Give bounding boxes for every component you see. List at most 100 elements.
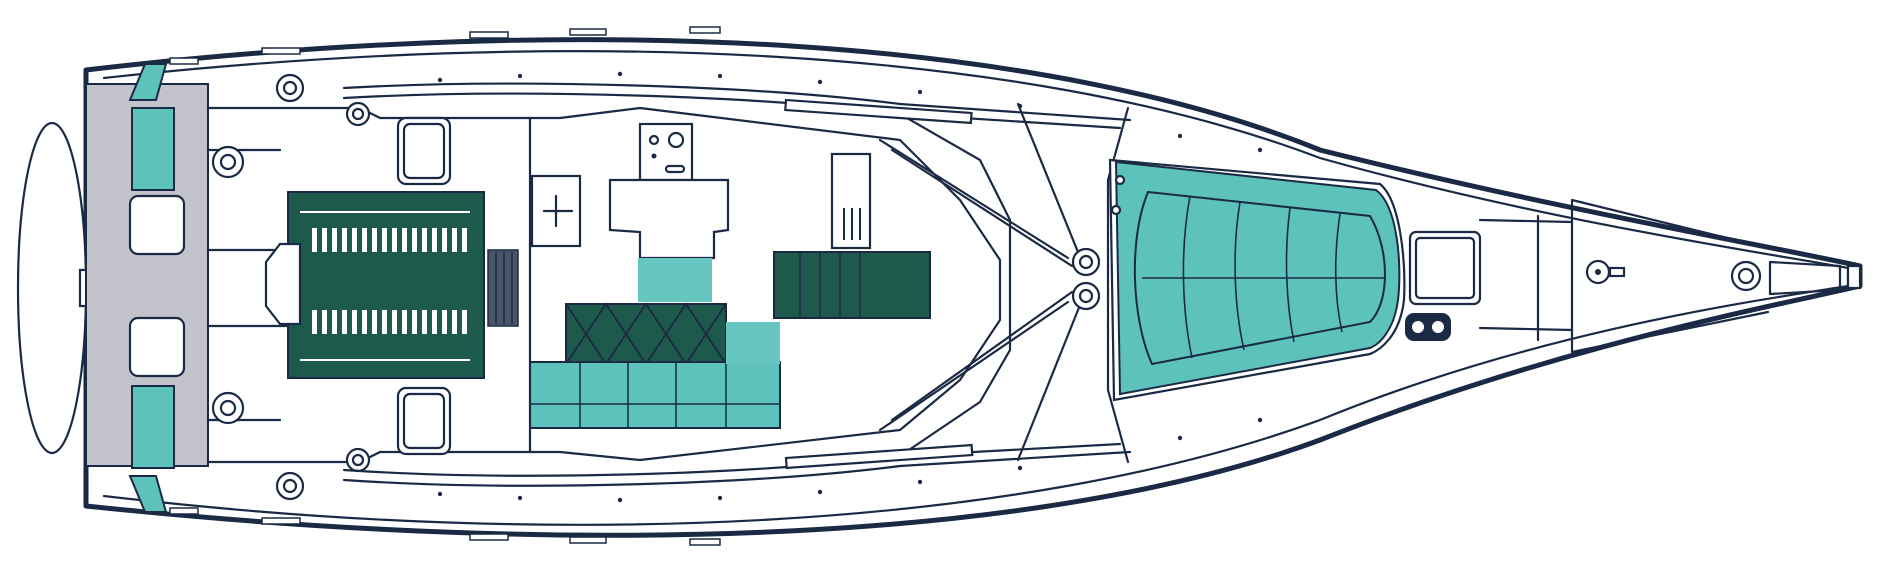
table-slat — [462, 310, 467, 334]
winch-icon — [1071, 281, 1101, 311]
stanchion-dot — [437, 77, 443, 83]
table-slat — [342, 228, 347, 252]
chart-table — [608, 178, 730, 260]
table-slat — [402, 228, 407, 252]
winch-icon — [345, 101, 371, 127]
handrail-port — [784, 98, 973, 125]
table-slat — [332, 310, 337, 334]
stanchion-dot — [817, 489, 823, 495]
bow-section — [1478, 198, 1770, 354]
winch-icon — [275, 73, 305, 103]
stanchion-dot — [617, 497, 623, 503]
table-slats — [300, 211, 470, 361]
stern-cushion-port — [131, 107, 175, 191]
settee-grid — [530, 362, 780, 428]
control-knob — [648, 134, 660, 146]
cockpit-table — [287, 191, 485, 379]
rail-marks — [169, 26, 721, 546]
stanchion-dot — [1017, 465, 1023, 471]
stanchion-dot — [617, 71, 623, 77]
companionway-steps — [773, 251, 931, 319]
stanchion-dot — [1177, 435, 1183, 441]
table-slat — [422, 310, 427, 334]
table-slat — [362, 310, 367, 334]
cabin-roof-stbd — [342, 450, 1132, 487]
stanchion-dot — [1017, 103, 1023, 109]
table-slat — [432, 310, 437, 334]
table-slat — [412, 310, 417, 334]
stanchion-dot — [517, 73, 523, 79]
storage-hatch-crossed — [565, 303, 727, 365]
stanchion-dot — [917, 89, 923, 95]
winch-icon — [1071, 247, 1101, 277]
table-slat — [462, 228, 467, 252]
table-slat — [352, 310, 357, 334]
table-slats-bottom — [312, 310, 467, 334]
table-slat — [332, 228, 337, 252]
fitting-dot — [1114, 174, 1126, 186]
hatch-icon — [402, 122, 446, 180]
winch-icon — [275, 471, 305, 501]
stanchion-dot — [1257, 417, 1263, 423]
helm-wheel-icon — [264, 242, 302, 326]
table-slat — [322, 228, 327, 252]
table-slat — [342, 310, 347, 334]
hatch-icon — [402, 392, 446, 450]
saloon-settee — [529, 361, 781, 429]
windlass — [1405, 313, 1451, 341]
mast-step — [1106, 106, 1130, 464]
stanchion-dots — [437, 71, 1263, 503]
stanchion-dot — [437, 491, 443, 497]
hatch-icon — [128, 316, 186, 378]
anchor-fitting-icon — [1585, 259, 1626, 285]
table-slat — [442, 228, 447, 252]
stanchion-dot — [917, 479, 923, 485]
winch-icon — [1730, 260, 1762, 292]
bowsprit — [1768, 260, 1842, 296]
table-slat — [312, 310, 317, 334]
cockpit-frame — [206, 106, 1002, 464]
stern-corner-port — [128, 63, 168, 101]
stanchion-dot — [717, 495, 723, 501]
table-slat — [452, 228, 457, 252]
table-slat — [312, 228, 317, 252]
fitting-dot — [1110, 204, 1122, 216]
table-slat — [422, 228, 427, 252]
stanchion-dot — [717, 73, 723, 79]
table-slat — [372, 310, 377, 334]
table-slat — [442, 310, 447, 334]
table-slat — [432, 228, 437, 252]
hatch-panel-grid — [1142, 195, 1386, 359]
control-knob — [667, 131, 685, 149]
stern-corner-stbd — [128, 475, 168, 513]
plus-marker — [542, 194, 574, 228]
table-slat — [412, 228, 417, 252]
shroud-lines — [878, 102, 1084, 462]
stanchion-dot — [1257, 147, 1263, 153]
table-slat — [322, 310, 327, 334]
table-slat — [352, 228, 357, 252]
bow-roller — [1846, 264, 1862, 290]
winch-icon — [211, 391, 245, 425]
handrail-stbd — [784, 443, 974, 470]
table-slat — [392, 310, 397, 334]
hatch-icon — [128, 194, 186, 256]
table-slat — [382, 310, 387, 334]
settee-extension — [726, 322, 780, 364]
winch-icon — [211, 145, 245, 179]
cabin-roof-port — [342, 82, 1132, 122]
table-slat — [392, 228, 397, 252]
table-slat — [372, 228, 377, 252]
table-slat — [382, 228, 387, 252]
steering-console-icon — [487, 249, 519, 327]
swim-platform — [16, 121, 88, 455]
winch-icon — [345, 447, 371, 473]
table-slat — [402, 310, 407, 334]
saloon-floor — [638, 258, 712, 302]
hatch-icon — [1414, 236, 1476, 300]
table-slats-top — [312, 228, 467, 252]
stern-cushion-stbd — [131, 385, 175, 469]
stanchion-dot — [1177, 133, 1183, 139]
table-slat — [362, 228, 367, 252]
